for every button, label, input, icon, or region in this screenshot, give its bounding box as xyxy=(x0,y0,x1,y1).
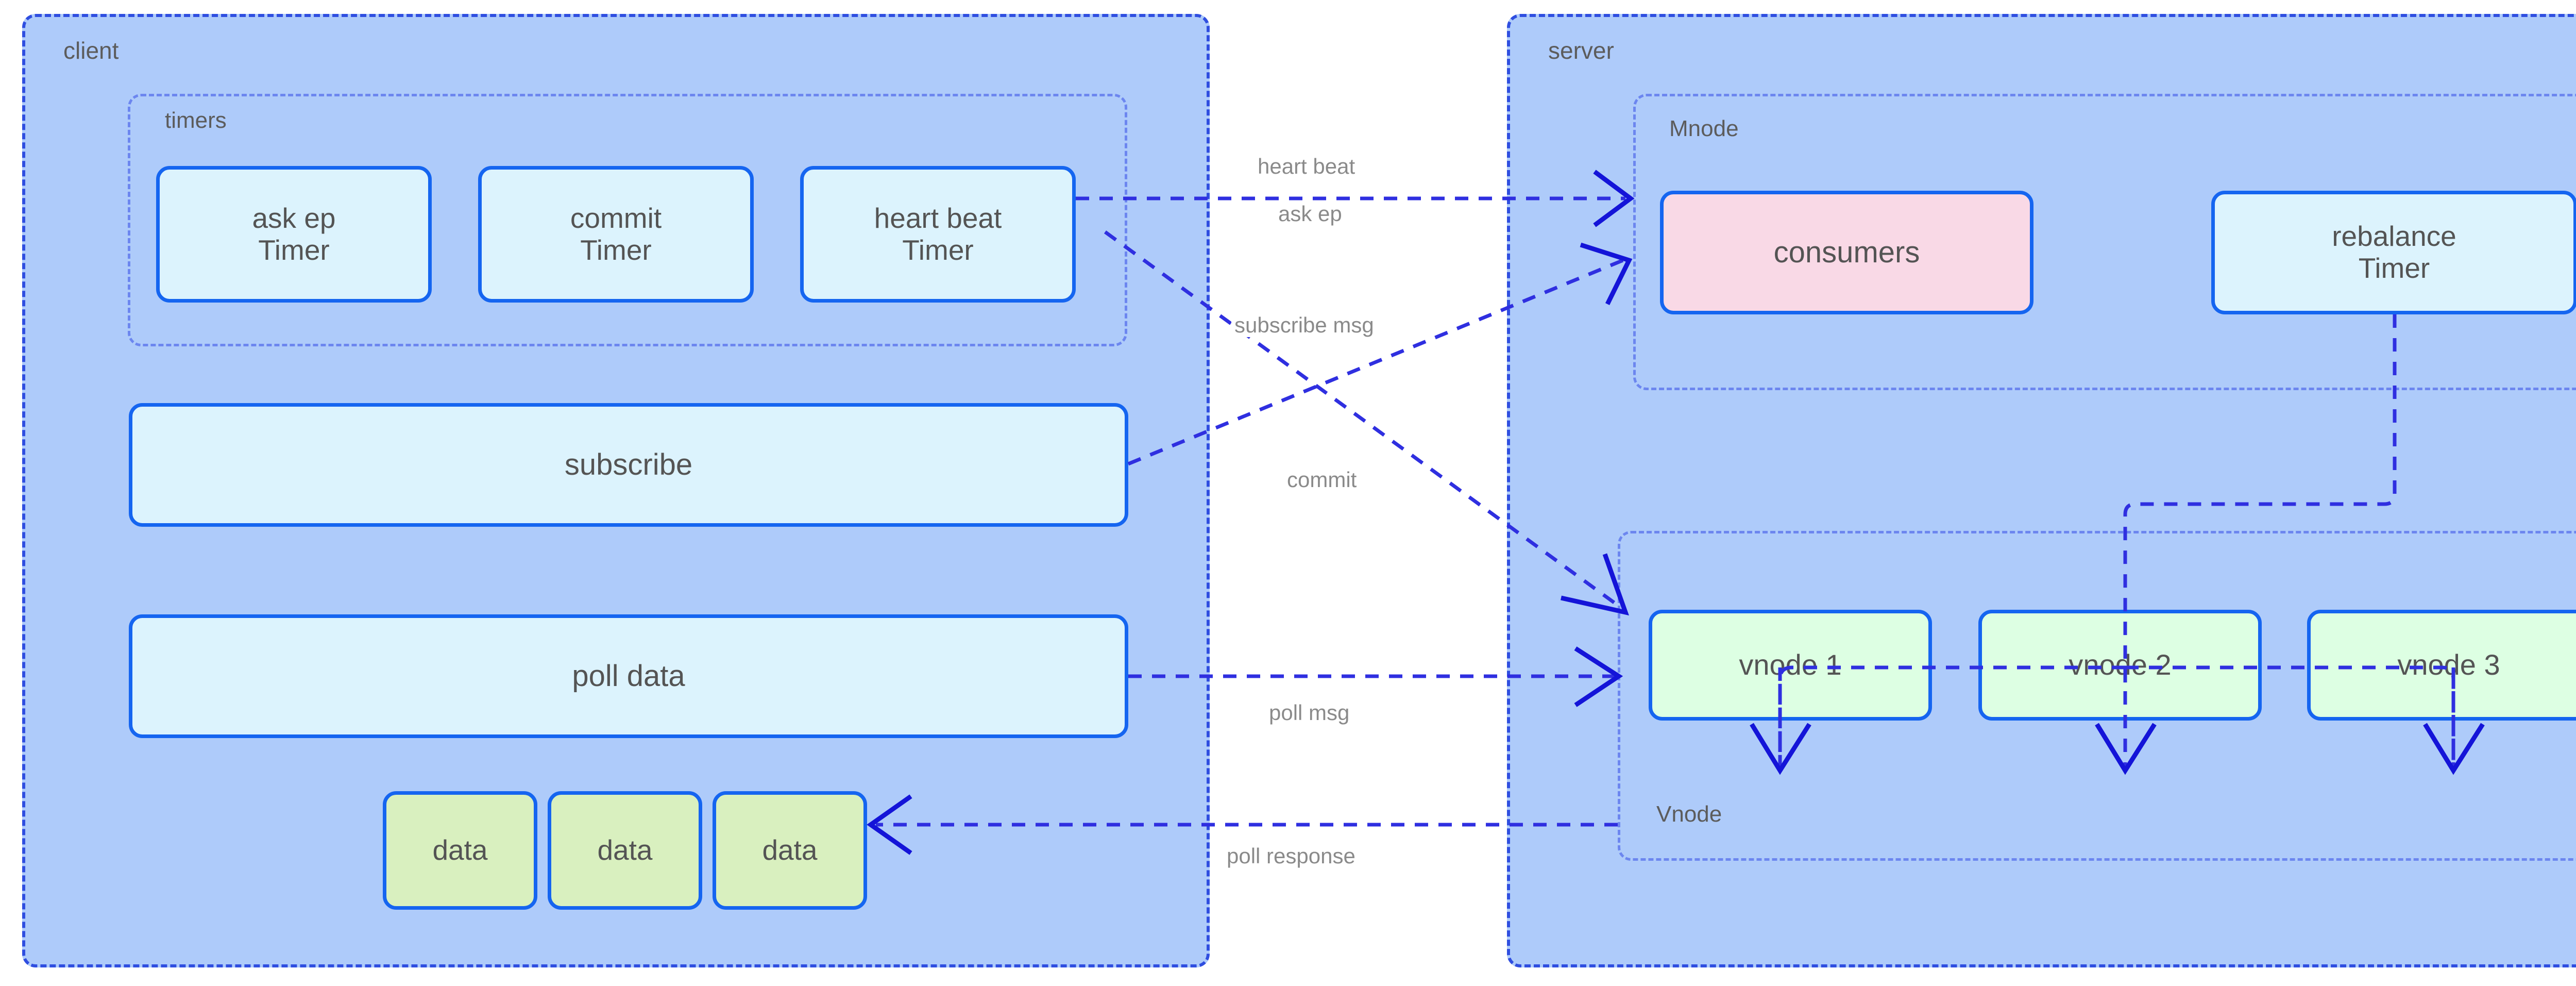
rebalance-timer-node[interactable]: rebalance Timer xyxy=(2211,191,2576,314)
timers-group xyxy=(128,94,1127,346)
edge-label-subscribe-msg: subscribe msg xyxy=(1231,313,1377,337)
commit-timer-line2: Timer xyxy=(580,233,652,266)
timers-group-label: timers xyxy=(165,108,227,133)
heart-beat-timer-line2: Timer xyxy=(902,233,974,266)
heart-beat-timer-node[interactable]: heart beat Timer xyxy=(800,166,1076,303)
subscribe-node[interactable]: subscribe xyxy=(129,403,1128,527)
vnode-1-node[interactable]: vnode 1 xyxy=(1649,610,1932,721)
edge-label-poll-msg: poll msg xyxy=(1266,701,1353,725)
data-box-1[interactable]: data xyxy=(383,791,537,910)
server-zone-label: server xyxy=(1548,37,1614,64)
mnode-group xyxy=(1633,94,2576,390)
vnode-group-label: Vnode xyxy=(1656,801,1722,827)
edge-label-ask-ep: ask ep xyxy=(1275,202,1345,226)
server-zone xyxy=(1507,14,2576,967)
ask-ep-timer-line2: Timer xyxy=(258,233,330,266)
data-box-2[interactable]: data xyxy=(548,791,702,910)
poll-data-node[interactable]: poll data xyxy=(129,614,1128,738)
ask-ep-timer-node[interactable]: ask ep Timer xyxy=(156,166,432,303)
edge-label-commit: commit xyxy=(1284,468,1360,492)
rebalance-timer-line1: rebalance xyxy=(2332,220,2456,253)
mnode-group-label: Mnode xyxy=(1669,116,1739,141)
edge-label-poll-response: poll response xyxy=(1224,844,1359,868)
consumers-node[interactable]: consumers xyxy=(1660,191,2033,314)
commit-timer-node[interactable]: commit Timer xyxy=(478,166,754,303)
commit-timer-line1: commit xyxy=(570,202,662,234)
vnode-2-node[interactable]: vnode 2 xyxy=(1978,610,2262,721)
edge-label-heart-beat: heart beat xyxy=(1255,155,1359,178)
data-box-3[interactable]: data xyxy=(713,791,867,910)
rebalance-timer-line2: Timer xyxy=(2358,252,2430,284)
vnode-3-node[interactable]: vnode 3 xyxy=(2307,610,2576,721)
client-zone-label: client xyxy=(63,37,119,64)
heart-beat-timer-line1: heart beat xyxy=(874,202,1002,234)
ask-ep-timer-line1: ask ep xyxy=(252,202,336,234)
